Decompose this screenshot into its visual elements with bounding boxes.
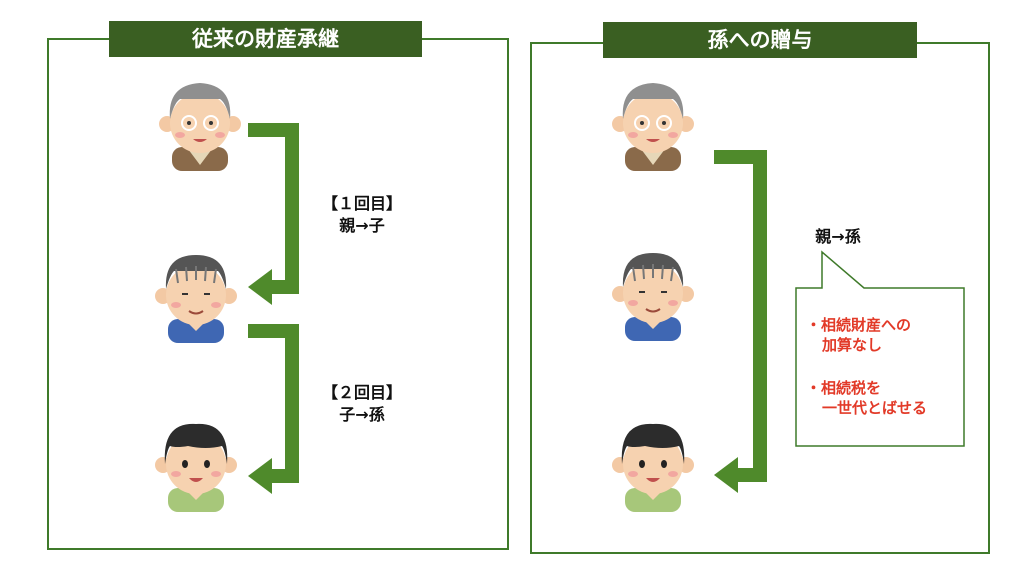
arrow-child-to-grandchild-head	[248, 458, 272, 494]
arrow-parent-to-child-head	[248, 269, 272, 305]
step1-label: 【１回目】 親→子	[302, 193, 422, 237]
step2-round: 【２回目】	[321, 383, 402, 402]
speech-box	[795, 250, 965, 447]
grandfather-icon	[611, 82, 695, 172]
note-2-line2: 一世代とばせる	[822, 399, 928, 417]
step1-round: 【１回目】	[321, 194, 402, 213]
arrow-parent-to-grandchild	[714, 150, 767, 482]
father-icon	[611, 252, 695, 342]
right-panel-title: 孫への贈与	[603, 22, 917, 58]
step2-label: 【２回目】 子→孫	[302, 382, 422, 426]
note-1: ・相続財産への 加算なし	[806, 315, 911, 355]
boy-icon	[155, 423, 237, 512]
grandfather-icon	[158, 82, 242, 172]
boy-icon	[612, 423, 694, 512]
arrow-parent-to-grandchild-head	[714, 457, 738, 493]
note-1-line2: 加算なし	[822, 336, 883, 354]
left-panel-title: 従来の財産承継	[109, 21, 422, 57]
arrow-parent-to-child	[248, 123, 299, 294]
note-1-line1: ・相続財産への	[806, 316, 912, 334]
father-icon	[154, 254, 238, 344]
direct-flow-label: 親→孫	[815, 227, 861, 246]
note-2: ・相続税を 一世代とばせる	[806, 378, 927, 418]
arrow-child-to-grandchild	[248, 324, 299, 483]
step2-flow: 子→孫	[339, 405, 385, 424]
note-2-line1: ・相続税を	[806, 379, 882, 397]
step1-flow: 親→子	[339, 216, 385, 235]
